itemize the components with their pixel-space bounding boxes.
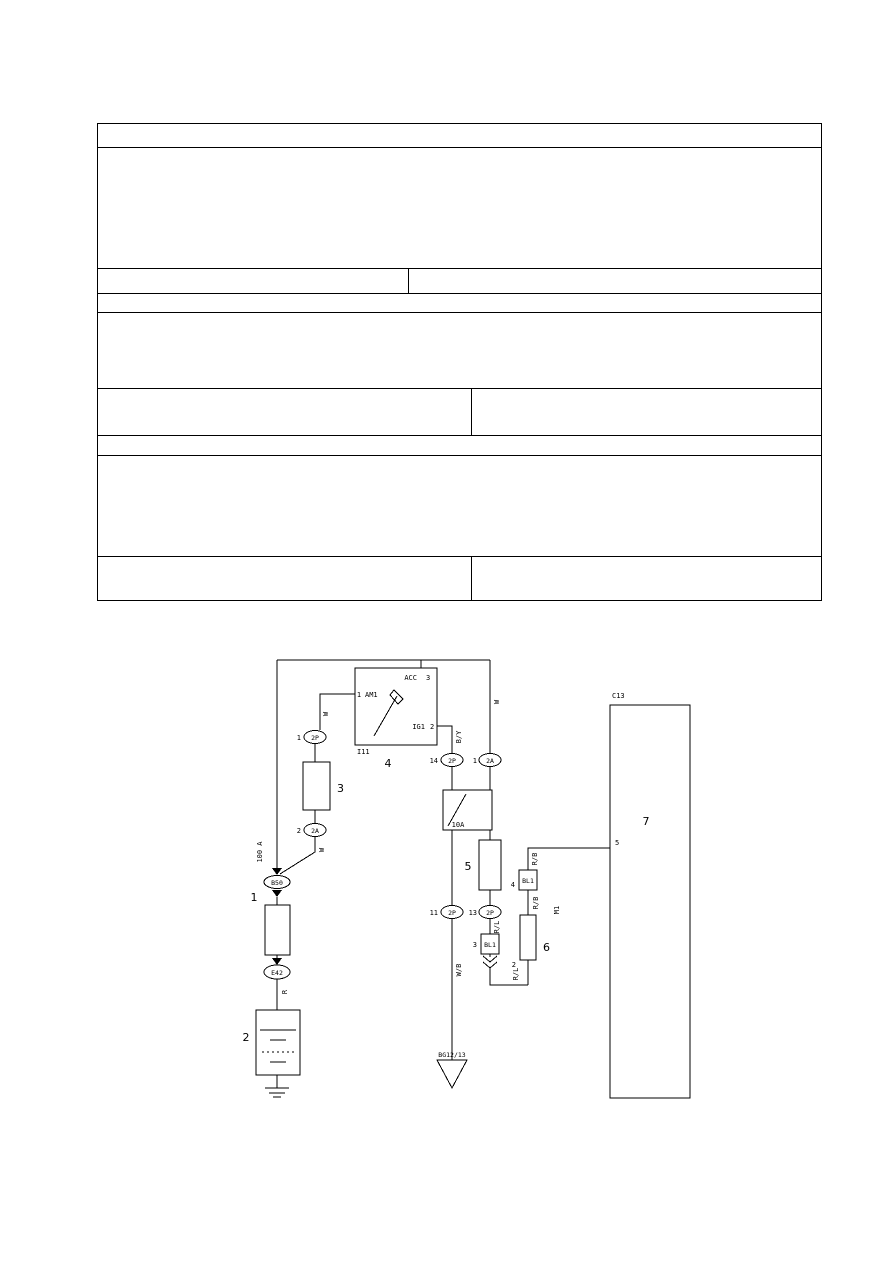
- wiring-diagram: 1 AM1 ACC 3 IG1 2 I11 4 W 2P 1 3 2A 2 W …: [0, 640, 893, 1124]
- connector-bl1-box: [480, 933, 500, 955]
- wire-label-rl: R/L: [512, 968, 520, 981]
- table-row-footer-2: [98, 388, 821, 435]
- pin-number: 3: [473, 941, 477, 949]
- switch-contact-icon: [447, 793, 467, 827]
- relay-box: [442, 789, 493, 831]
- terminal-pin-acc: 3: [426, 674, 430, 682]
- connector-oval-2a: [303, 823, 327, 837]
- fusible-link-box: [264, 904, 291, 956]
- table-row-header-1: [98, 124, 821, 147]
- terminal-label-am1: AM1: [365, 691, 378, 699]
- ground-id-label: BG12/13: [438, 1051, 465, 1059]
- component-number-4: 4: [385, 757, 392, 770]
- rating-label-100a: 100 A: [256, 841, 264, 863]
- wire-label-w: W: [318, 847, 326, 852]
- component-number-3: 3: [337, 782, 344, 795]
- terminal-pin-am1: 1: [357, 691, 361, 699]
- component-number-1: 1: [251, 891, 258, 904]
- connector-id-i11: I11: [357, 748, 370, 756]
- wire-label-r: R: [281, 989, 289, 994]
- component-number-7: 7: [643, 815, 650, 828]
- connector-label-2a: 2A: [486, 757, 494, 765]
- wire-label-w: W: [322, 711, 330, 716]
- terminal-label-ig1: IG1: [412, 723, 425, 731]
- pin-number: 14: [430, 757, 438, 765]
- pin-number: 11: [430, 909, 438, 917]
- connector-oval-2p: [440, 905, 464, 919]
- connector-oval-2p: [478, 905, 502, 919]
- connector-bl1-box: [518, 869, 538, 891]
- pin-number: 1: [297, 734, 301, 742]
- terminal-label-acc: ACC: [404, 674, 417, 682]
- table-cell-left: [98, 389, 472, 435]
- table-row-body-3: [98, 455, 821, 556]
- wires: [276, 659, 610, 1088]
- component-number-2: 2: [243, 1031, 250, 1044]
- wire-label-by: B/Y: [455, 730, 463, 743]
- fuse-5-box: [478, 839, 502, 891]
- table-row-footer-1: [98, 268, 821, 293]
- wire-label-rb: R/B: [531, 853, 539, 866]
- ecu-pin-number: 5: [615, 839, 619, 847]
- junction-label-e42: E42: [271, 969, 283, 977]
- junction-label-b50: B50: [271, 879, 283, 887]
- wire-label-rb: R/B: [532, 897, 540, 910]
- spec-table: [97, 123, 822, 601]
- connector-label-2p: 2P: [486, 909, 494, 917]
- junction-oval-e42: [263, 964, 291, 980]
- junction-arrow-icons: [272, 868, 282, 965]
- connector-label-2p: 2P: [448, 909, 456, 917]
- connector-id-c13: C13: [612, 692, 625, 700]
- connector-label-bl1: BL1: [522, 877, 534, 885]
- table-cell-left: [98, 557, 472, 600]
- ignition-switch-box: [354, 667, 438, 746]
- table-row-header-3: [98, 435, 821, 455]
- fuse-rating-10a: 10A: [452, 821, 465, 829]
- noise-filter-box: [519, 914, 537, 961]
- connector-oval-2p: [440, 753, 464, 767]
- wiring-diagram-svg: 1 AM1 ACC 3 IG1 2 I11 4 W 2P 1 3 2A 2 W …: [243, 659, 691, 1099]
- table-cell-right: [472, 389, 821, 435]
- table-row-body-1: [98, 147, 821, 268]
- connector-oval-2p: [303, 730, 327, 744]
- pin-number: 4: [511, 881, 515, 889]
- pin-number: 2: [297, 827, 301, 835]
- connector-id-m1: M1: [553, 906, 561, 914]
- wire-label-w: W: [493, 699, 501, 704]
- table-row-footer-3: [98, 556, 821, 600]
- connector-label-2p: 2P: [311, 734, 319, 742]
- connector-label-2a: 2A: [311, 827, 319, 835]
- pin-number: 2: [512, 961, 516, 969]
- table-cell-right: [409, 269, 821, 293]
- wire-label-wb: W/B: [455, 964, 463, 977]
- key-icon: [373, 689, 404, 737]
- ecu-box: [609, 704, 691, 1099]
- connector-oval-2a: [478, 753, 502, 767]
- component-number-5: 5: [465, 860, 472, 873]
- table-cell-right: [472, 557, 821, 600]
- connector-label-2p: 2P: [448, 757, 456, 765]
- fuse-3-box: [302, 761, 331, 811]
- table-row-body-2: [98, 312, 821, 388]
- table-row-header-2: [98, 293, 821, 312]
- ground-icon: [265, 1087, 289, 1098]
- pin-number: 1: [473, 757, 477, 765]
- table-cell-left: [98, 269, 409, 293]
- junction-oval-b50: [263, 875, 291, 889]
- component-number-6: 6: [543, 941, 550, 954]
- battery-plates-icon: [260, 1029, 296, 1063]
- battery-box: [255, 1009, 301, 1076]
- pin-number: 13: [469, 909, 477, 917]
- wire-label-rl: R/L: [493, 921, 501, 934]
- ground-triangle-icon: [436, 1059, 468, 1090]
- connector-label-bl1: BL1: [484, 941, 496, 949]
- terminal-pin-ig1: 2: [430, 723, 434, 731]
- shield-chevron-icon: [482, 955, 498, 969]
